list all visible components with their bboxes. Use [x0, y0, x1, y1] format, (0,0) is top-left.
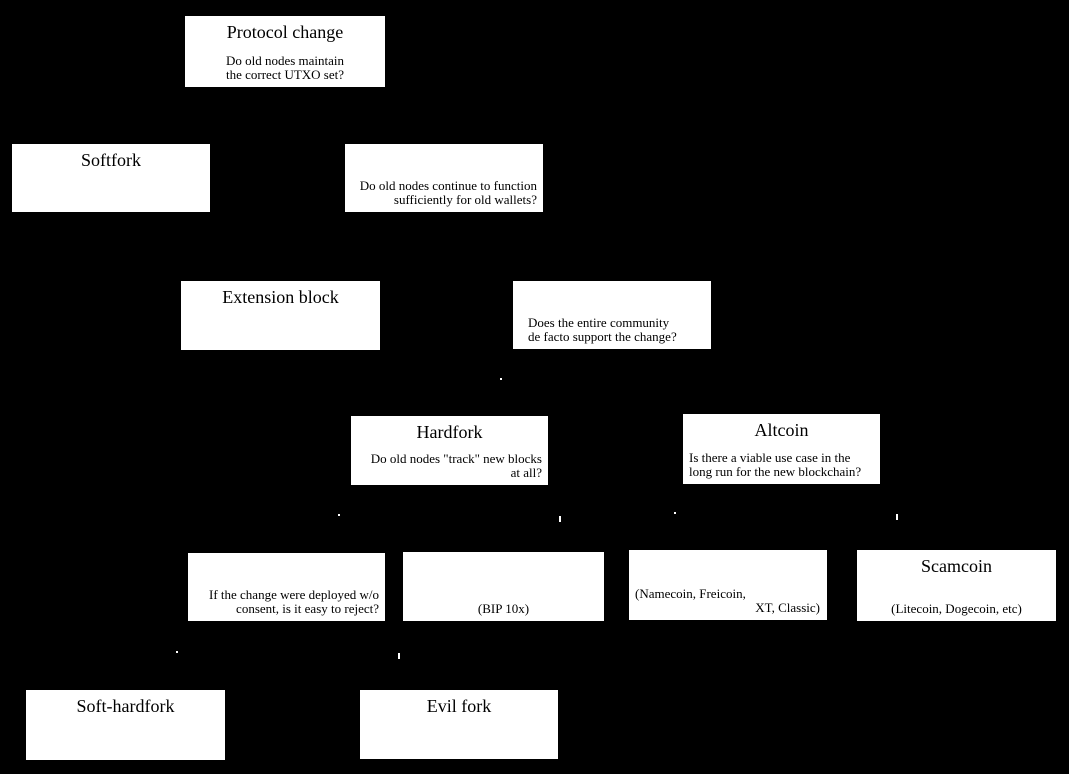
- box-scamcoin: Scamcoin (Litecoin, Dogecoin, etc): [857, 550, 1056, 621]
- box-community-support-question: Does the entire community de facto suppo…: [513, 281, 711, 349]
- box-soft-hardfork: Soft-hardfork: [26, 690, 225, 760]
- box-title: Altcoin: [754, 420, 809, 440]
- box-evil-fork: Evil fork: [360, 690, 558, 759]
- artifact-dot: [500, 378, 502, 380]
- box-subtitle: Do old nodes maintain the correct UTXO s…: [225, 53, 345, 82]
- box-old-nodes-function-question: Do old nodes continue to function suffic…: [345, 144, 543, 212]
- box-subtitle: Does the entire community de facto suppo…: [528, 315, 677, 344]
- box-title: Soft-hardfork: [76, 696, 175, 716]
- box-protocol-change: Protocol change Do old nodes maintain th…: [185, 16, 385, 87]
- box-hardfork: Hardfork Do old nodes "track" new blocks…: [351, 416, 548, 485]
- box-softfork: Softfork: [12, 144, 210, 212]
- box-subtitle: Do old nodes continue to function suffic…: [359, 178, 537, 207]
- box-title: Softfork: [81, 150, 141, 170]
- box-subtitle: Do old nodes "track" new blocks at all?: [370, 451, 542, 480]
- box-subtitle: (Litecoin, Dogecoin, etc): [891, 601, 1022, 616]
- box-bip-10x: (BIP 10x): [403, 552, 604, 621]
- box-reject-question: If the change were deployed w/o consent,…: [188, 553, 385, 621]
- box-subtitle: If the change were deployed w/o consent,…: [208, 587, 379, 616]
- artifact-dot: [176, 651, 178, 653]
- artifact-dot: [674, 512, 676, 514]
- artifact-dot: [338, 514, 340, 516]
- box-altcoin: Altcoin Is there a viable use case in th…: [683, 414, 880, 484]
- box-subtitle: (BIP 10x): [477, 601, 530, 616]
- artifact-dot: [559, 516, 561, 522]
- box-title: Evil fork: [426, 696, 492, 716]
- box-title: Extension block: [222, 287, 339, 307]
- box-title: Hardfork: [416, 422, 483, 442]
- box-extension-block: Extension block: [181, 281, 380, 350]
- box-subtitle: Is there a viable use case in the long r…: [689, 450, 862, 479]
- box-title: Scamcoin: [921, 556, 992, 576]
- box-namecoin-freicoin: (Namecoin, Freicoin, XT, Classic): [629, 550, 827, 620]
- artifact-dot: [896, 514, 898, 520]
- artifact-dot: [398, 653, 400, 659]
- box-title: Protocol change: [226, 22, 344, 42]
- box-subtitle: (Namecoin, Freicoin, XT, Classic): [635, 586, 820, 615]
